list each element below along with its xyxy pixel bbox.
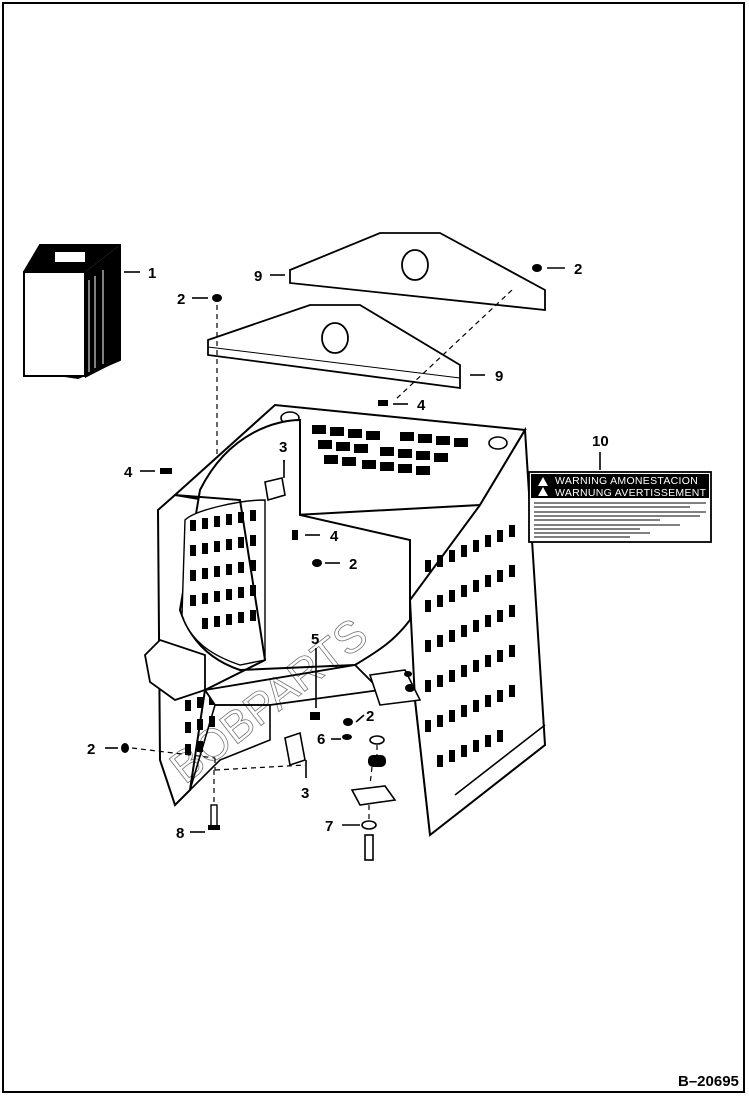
part-8-bolt [208, 804, 220, 830]
part-2-nut-right [404, 671, 415, 692]
callout-2-lower: 2 [366, 708, 374, 725]
callout-4-top: 4 [417, 397, 426, 414]
part-2-nut-lower-left [121, 743, 129, 753]
isolator-stack [350, 735, 397, 861]
part-4-bolt-left [160, 468, 172, 474]
part-5-bolt [310, 712, 320, 720]
part-10-warning-decal: WARNING AMONESTACION WARNUNG AVERTISSEME… [528, 471, 712, 543]
part-2-nut-upper [532, 264, 542, 272]
callout-2-lower-left: 2 [87, 741, 95, 758]
decal-heading-line2: WARNUNG AVERTISSEMENT [555, 487, 707, 499]
part-1-box [23, 244, 121, 380]
callout-8: 8 [176, 825, 184, 842]
callout-2-upper-right: 2 [574, 261, 582, 278]
part-3-bracket-upper [264, 460, 286, 502]
callout-2-mid: 2 [349, 556, 357, 573]
part-4-bolt-top [378, 400, 388, 406]
callout-7: 7 [325, 818, 333, 835]
callout-4-mid: 4 [330, 528, 339, 545]
part-4-bolt-mid [292, 530, 298, 540]
main-housing [144, 403, 547, 837]
part-2-nut-lower [343, 718, 353, 726]
callout-9-upper: 9 [254, 268, 262, 285]
callout-1: 1 [148, 265, 156, 282]
part-9-upper-bracket [289, 232, 546, 312]
callout-5: 5 [311, 631, 319, 648]
callout-4-left: 4 [124, 464, 133, 481]
part-6-washer [342, 734, 352, 740]
reference-number: B–20695 [678, 1073, 739, 1090]
part-3-bracket-lower [284, 731, 307, 778]
part-9-lower-bracket [207, 304, 461, 390]
callout-3-lower: 3 [301, 785, 309, 802]
callout-9-lower: 9 [495, 368, 503, 385]
part-2-nut-mid [312, 559, 322, 567]
leader-2-lower [355, 714, 365, 723]
callout-2-upper-left: 2 [177, 291, 185, 308]
decal-heading-line1: WARNING AMONESTACION [555, 475, 698, 487]
part-2-nut-left [212, 294, 222, 302]
callout-6: 6 [317, 731, 325, 748]
callout-3-upper: 3 [279, 439, 287, 456]
callout-10: 10 [592, 433, 609, 450]
